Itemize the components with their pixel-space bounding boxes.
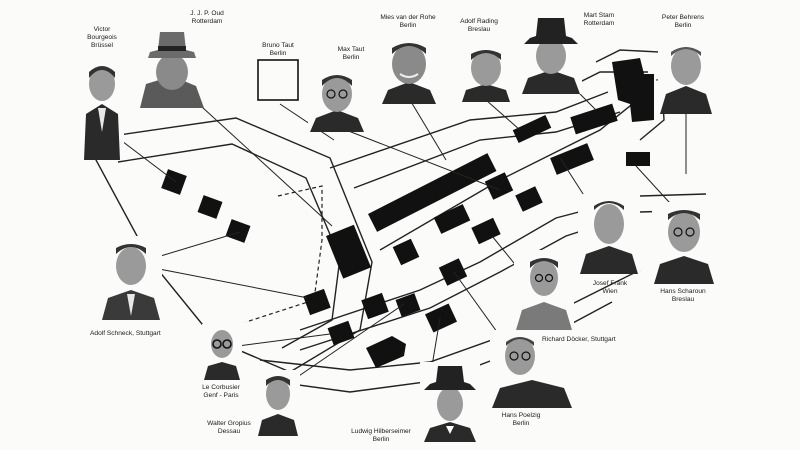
portrait-oud [138,24,208,108]
label-behrens-line2: Berlin [650,22,716,30]
portrait-bourgeois [80,56,124,160]
building-e1 [439,258,467,285]
bruno-taut-square [258,60,298,100]
portrait-corbusier [202,324,242,380]
label-poelzig-line2: Berlin [488,420,554,428]
building-b3 [226,219,251,243]
label-frank-line2: Wien [582,288,638,296]
building-block-a [326,225,371,279]
label-bourgeois-line2: Bourgeois [78,34,126,42]
label-bourgeois-line1: Victor [78,26,126,34]
portrait-mies [380,34,438,104]
label-corbusier-line2: Genf - Paris [188,392,254,400]
label-scharoun-line2: Breslau [650,296,716,304]
building-c3 [471,218,500,244]
label-max-taut-line2: Berlin [326,54,376,62]
road-lower-east-inner [300,210,706,350]
label-gropius: Walter Gropius Dessau [196,420,262,436]
label-stam: Mart Stam Rotterdam [566,12,632,28]
label-mies: Mies van der Rohe Berlin [368,14,448,30]
label-schneck-line1: Adolf Schneck, Stuttgart [90,330,200,338]
label-max-taut-line1: Max Taut [326,46,376,54]
label-bruno-taut-line1: Bruno Taut [250,42,306,50]
label-corbusier: Le Corbusier Genf - Paris [188,384,254,400]
label-rading-line2: Breslau [446,26,512,34]
building-c1 [393,239,420,266]
label-oud: J. J. P. Oud Rotterdam [172,10,242,26]
label-bourgeois: Victor Bourgeois Brüssel [78,26,126,50]
label-frank-line1: Josef Frank [582,280,638,288]
label-poelzig-line1: Hans Poelzig [488,412,554,420]
label-gropius-line2: Dessau [196,428,262,436]
portrait-docker [514,250,574,330]
portrait-max-taut [308,64,366,132]
label-rading: Adolf Rading Breslau [446,18,512,34]
label-scharoun-line1: Hans Scharoun [650,288,716,296]
building-e5 [328,321,355,345]
portrait-gropius [256,370,300,436]
label-oud-line1: J. J. P. Oud [172,10,242,18]
portrait-scharoun [652,202,716,284]
label-mies-line1: Mies van der Rohe [368,14,448,22]
label-hilberseimer: Ludwig Hilberseimer Berlin [338,428,424,444]
portrait-rading [460,42,512,102]
label-oud-line2: Rotterdam [172,18,242,26]
label-poelzig: Hans Poelzig Berlin [488,412,554,428]
building-e7 [366,336,406,368]
portrait-behrens [658,38,714,114]
label-scharoun: Hans Scharoun Breslau [650,288,716,304]
building-c5 [515,186,543,212]
label-hilberseimer-line1: Ludwig Hilberseimer [338,428,424,436]
building-d3 [550,143,594,175]
label-max-taut: Max Taut Berlin [326,46,376,62]
label-stam-line2: Rotterdam [566,20,632,28]
building-b2 [198,195,223,219]
label-corbusier-line1: Le Corbusier [188,384,254,392]
label-mies-line2: Berlin [368,22,448,30]
building-b1 [161,169,187,195]
label-schneck: Adolf Schneck, Stuttgart [90,330,200,338]
label-stam-line1: Mart Stam [566,12,632,20]
label-gropius-line1: Walter Gropius [196,420,262,428]
building-e2 [303,289,331,315]
portrait-frank [578,194,640,274]
pointer-bourgeois-2 [154,232,240,258]
label-rading-line1: Adolf Rading [446,18,512,26]
label-behrens: Peter Behrens Berlin [650,14,716,30]
label-bruno-taut: Bruno Taut Berlin [250,42,306,58]
pointer-rading [486,100,520,130]
label-hilberseimer-line2: Berlin [338,436,424,444]
label-bruno-taut-line2: Berlin [250,50,306,58]
label-docker: Richard Döcker, Stuttgart [542,336,652,344]
label-docker-line1: Richard Döcker, Stuttgart [542,336,652,344]
label-bourgeois-line3: Brüssel [78,42,126,50]
label-frank: Josef Frank Wien [582,280,638,296]
label-behrens-line1: Peter Behrens [650,14,716,22]
portrait-hilberseimer [420,362,480,442]
building-d4 [626,152,650,166]
portrait-schneck [100,236,162,320]
